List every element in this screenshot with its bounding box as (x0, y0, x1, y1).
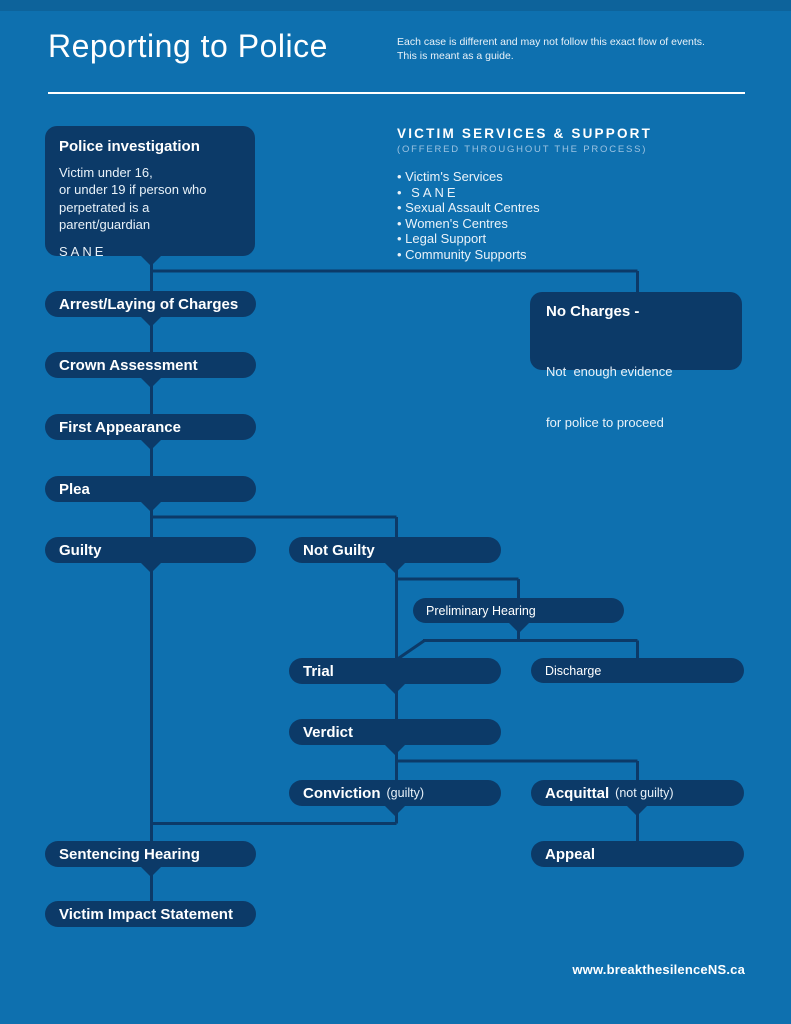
node-trial: Trial (289, 658, 501, 694)
page-title: Reporting to Police (48, 28, 328, 64)
no-charges-body-line: for police to proceed (546, 415, 664, 431)
node-acquittal: Acquittal (not guilty) (531, 780, 744, 816)
node-plea: Plea (45, 476, 256, 512)
list-item: Community Supports (397, 247, 727, 263)
header-note-line-1: Each case is different and may not follo… (397, 36, 705, 48)
no-charges-body-line: Not enough evidence (546, 363, 673, 379)
node-no-charges: No Charges - Not enough evidence for pol… (530, 292, 742, 430)
node-crown-assessment: Crown Assessment (45, 352, 256, 388)
node-label-suffix: (not guilty) (615, 786, 674, 800)
node-police-investigation: Police investigation Victim under 16, or… (45, 126, 255, 266)
node-victim-impact-statement: Victim Impact Statement (45, 901, 256, 927)
victim-services-panel: VICTIM SERVICES & SUPPORT (OFFERED THROU… (397, 126, 727, 263)
node-verdict: Verdict (289, 719, 501, 755)
node-label: First Appearance (59, 418, 181, 436)
police-box-body-line: Victim under 16, (59, 165, 153, 180)
website-link[interactable]: www.breakthesilenceNS.ca (572, 962, 745, 977)
node-label-suffix: (guilty) (386, 786, 425, 800)
node-label: Verdict (303, 723, 354, 741)
victim-services-list: Victim's Services SANE Sexual Assault Ce… (397, 169, 727, 263)
node-sentencing-hearing: Sentencing Hearing (45, 841, 256, 877)
node-label: Crown Assessment (59, 356, 198, 374)
victim-services-subtitle: (OFFERED THROUGHOUT THE PROCESS) (397, 144, 648, 155)
node-label: Sentencing Hearing (59, 845, 200, 863)
list-item: Women's Centres (397, 216, 727, 232)
node-preliminary-hearing: Preliminary Hearing (413, 598, 624, 633)
list-item: Legal Support (397, 231, 727, 247)
victim-services-title: VICTIM SERVICES & SUPPORT (397, 126, 653, 141)
node-label: Preliminary Hearing (426, 603, 536, 618)
header-note: Each case is different and may not follo… (397, 36, 737, 64)
node-first-appearance: First Appearance (45, 414, 256, 450)
no-charges-title: No Charges - (546, 303, 640, 320)
node-label: Plea (59, 480, 90, 498)
node-label: Appeal (545, 845, 596, 863)
no-charges-body: Not enough evidence for police to procee… (546, 328, 726, 466)
node-guilty: Guilty (45, 537, 256, 573)
header-divider (48, 92, 745, 94)
node-appeal: Appeal (531, 841, 744, 867)
node-label: Conviction (303, 784, 381, 802)
sane-tag: SANE (59, 244, 107, 260)
node-arrest-laying-of-charges: Arrest/Laying of Charges (45, 291, 256, 327)
police-box-body-line: perpetrated is a parent/guardian (59, 199, 151, 232)
police-box-title: Police investigation (59, 138, 200, 155)
node-not-guilty: Not Guilty (289, 537, 501, 573)
police-box-body-line: or under 19 if person who (59, 182, 207, 198)
police-box-body: Victim under 16, or under 19 if person w… (59, 164, 241, 233)
top-edge-bar (0, 0, 791, 11)
node-label: Arrest/Laying of Charges (59, 295, 239, 313)
node-discharge: Discharge (531, 658, 744, 683)
node-label: Guilty (59, 541, 102, 559)
node-conviction: Conviction (guilty) (289, 780, 501, 816)
node-label: Discharge (545, 663, 602, 678)
list-item: SANE (397, 185, 727, 201)
node-label: Not Guilty (303, 541, 375, 559)
list-item: Sexual Assault Centres (397, 200, 727, 216)
header-note-line-2: This is meant as a guide. (397, 49, 514, 62)
list-item: Victim's Services (397, 169, 727, 185)
node-label: Trial (303, 662, 334, 680)
node-label: Victim Impact Statement (59, 905, 233, 923)
node-label: Acquittal (545, 784, 610, 802)
